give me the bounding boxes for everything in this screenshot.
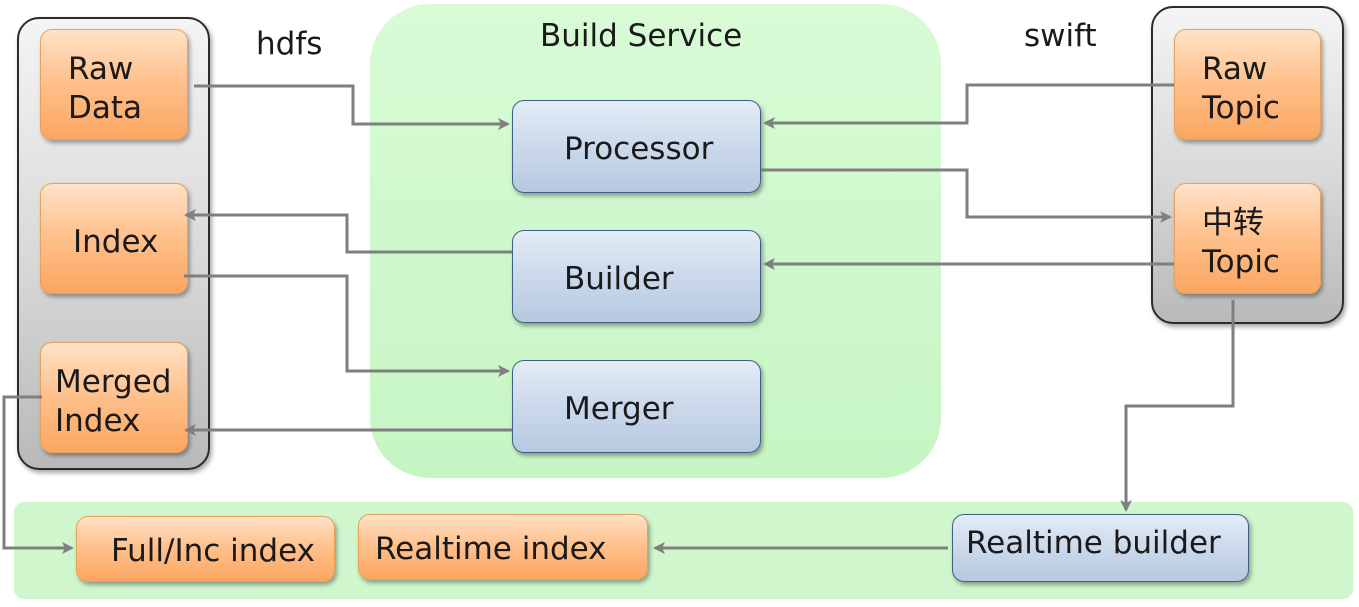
full-inc-index-node: Full/Inc index xyxy=(76,516,335,582)
raw-data-line1: Raw xyxy=(68,51,134,87)
builder-label: Builder xyxy=(564,261,674,297)
builder-node: Builder xyxy=(512,230,761,323)
arrow-index-to-merger xyxy=(184,274,510,377)
realtime-index-label: Realtime index xyxy=(375,531,607,567)
merged-index-node: Merged Index xyxy=(40,342,188,453)
raw-data-node: Raw Data xyxy=(40,29,188,140)
realtime-builder-node: Realtime builder xyxy=(952,514,1249,582)
merged-index-line1: Merged xyxy=(55,364,172,400)
arrow-processor-to-relaytopic xyxy=(761,168,1172,223)
full-inc-index-label: Full/Inc index xyxy=(111,533,315,569)
arrow-mergedindex-to-fullincindex xyxy=(2,395,74,554)
raw-topic-line2: Topic xyxy=(1202,90,1280,126)
index-node: Index xyxy=(40,183,188,294)
arrow-builder-to-index xyxy=(184,209,512,254)
arrow-rawdata-to-processor xyxy=(194,84,510,130)
merged-index-line2: Index xyxy=(55,403,141,439)
relay-topic-line2: Topic xyxy=(1202,244,1280,280)
merger-label: Merger xyxy=(564,391,674,427)
build-service-title: Build Service xyxy=(540,18,743,54)
realtime-index-node: Realtime index xyxy=(358,514,648,580)
swift-label: swift xyxy=(1024,18,1097,54)
relay-topic-node: 中转 Topic xyxy=(1174,183,1321,294)
raw-topic-node: Raw Topic xyxy=(1174,29,1321,140)
index-label: Index xyxy=(73,224,159,260)
relay-topic-line1: 中转 xyxy=(1202,205,1264,241)
processor-label: Processor xyxy=(564,131,714,167)
raw-topic-line1: Raw xyxy=(1202,51,1268,87)
arrow-relaytopic-to-realtimebuilder xyxy=(1120,300,1235,512)
raw-data-line2: Data xyxy=(68,90,143,126)
processor-node: Processor xyxy=(512,100,761,193)
realtime-builder-label: Realtime builder xyxy=(966,525,1221,561)
merger-node: Merger xyxy=(512,360,761,453)
hdfs-label: hdfs xyxy=(256,26,323,62)
arrow-rawtopic-to-processor xyxy=(763,83,1174,129)
